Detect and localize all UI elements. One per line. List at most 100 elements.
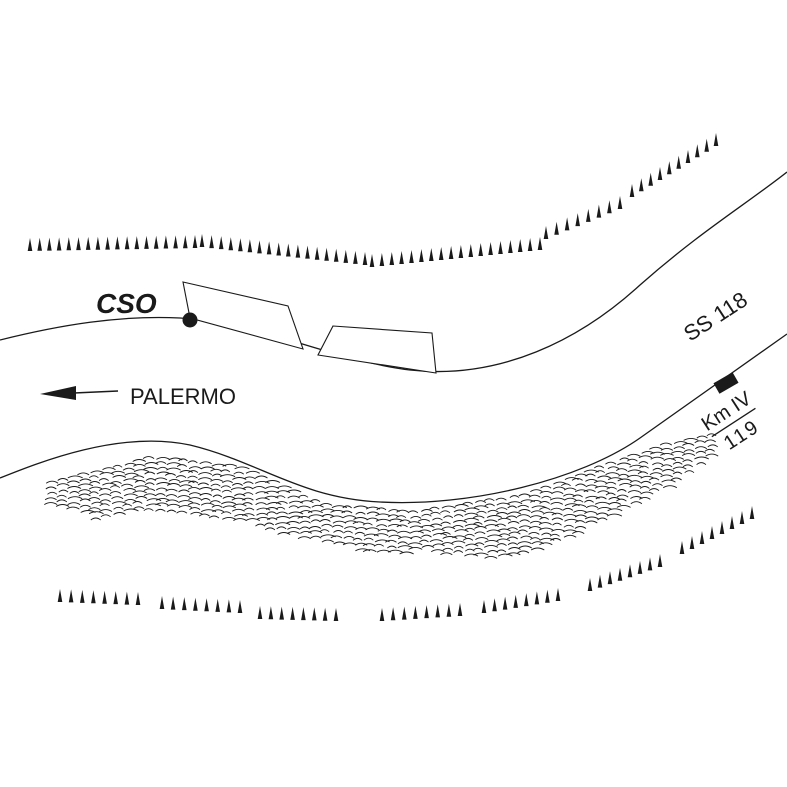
scarp-stroke	[585, 478, 598, 482]
slope-tick	[446, 603, 452, 617]
scarp-stroke	[143, 488, 156, 492]
scarp-stroke	[255, 491, 269, 495]
scarp-stroke	[564, 518, 579, 522]
scarp-stroke	[232, 477, 247, 480]
scarp-stroke	[297, 515, 311, 519]
scarp-stroke	[233, 518, 247, 521]
slope-tick	[699, 531, 705, 544]
slope-tick	[286, 243, 291, 257]
scarp-stroke	[497, 528, 511, 532]
scarp-stroke	[453, 550, 464, 553]
scarp-stroke	[178, 500, 194, 503]
km-marker-icon	[713, 372, 739, 394]
slope-tick	[685, 150, 691, 163]
scarp-stroke	[56, 483, 70, 487]
scarp-stroke	[595, 470, 605, 474]
scarp-stroke	[165, 488, 178, 492]
scarp-stroke	[605, 481, 617, 485]
scarp-stroke	[376, 507, 387, 511]
slope-tick	[627, 564, 633, 578]
scarp-stroke	[88, 497, 101, 500]
scarp-stroke	[572, 531, 585, 534]
scarp-stroke	[529, 520, 542, 524]
scarp-stroke	[342, 515, 357, 519]
scarp-stroke	[308, 514, 324, 518]
scarp-stroke	[299, 510, 313, 513]
scarp-stroke	[353, 505, 369, 509]
slope-tick	[204, 598, 209, 612]
scarp-stroke	[166, 483, 181, 486]
scarp-stroke	[58, 489, 69, 493]
scarp-stroke	[682, 443, 695, 446]
slope-tick	[369, 254, 375, 267]
scarp-stroke	[549, 533, 560, 537]
scarp-stroke	[550, 501, 564, 505]
scarp-stroke	[626, 474, 643, 478]
scarp-stroke	[243, 481, 254, 485]
scarp-stroke	[197, 482, 209, 486]
scarp-stroke	[640, 475, 655, 479]
scarp-stroke	[366, 511, 380, 515]
scarp-stroke	[132, 475, 145, 479]
scarp-stroke	[376, 524, 388, 528]
scarp-stroke	[366, 517, 379, 521]
scarp-stroke	[90, 517, 101, 521]
scarp-stroke	[627, 458, 638, 462]
scarp-stroke	[66, 506, 80, 510]
scarp-stroke	[352, 521, 365, 525]
scarp-stroke	[123, 508, 139, 512]
scarp-stroke	[639, 465, 649, 469]
scarp-stroke	[110, 481, 122, 484]
scarp-stroke	[639, 486, 650, 489]
scarp-stroke	[343, 530, 353, 534]
scarp-stroke	[309, 499, 321, 502]
scarp-stroke	[166, 503, 181, 507]
slope-tick	[438, 247, 444, 260]
scarp-stroke	[442, 547, 454, 551]
scarp-stroke	[67, 475, 83, 479]
scarp-stroke	[122, 503, 133, 507]
scarp-stroke	[539, 517, 549, 520]
scarp-stroke	[179, 484, 193, 488]
scarp-stroke	[319, 502, 333, 506]
scarp-stroke	[441, 542, 454, 545]
scarp-stroke	[266, 511, 277, 515]
scarp-stroke	[530, 537, 541, 541]
scarp-stroke	[89, 491, 99, 495]
slope-tick	[719, 521, 725, 534]
scarp-stroke	[517, 541, 532, 545]
scarp-stroke	[518, 525, 532, 529]
scarp-stroke	[343, 535, 355, 539]
scarp-stroke	[474, 526, 487, 529]
slope-tick	[170, 596, 176, 610]
scarp-stroke	[166, 462, 182, 466]
scarp-stroke	[694, 440, 706, 444]
scarp-stroke	[518, 545, 533, 549]
scarp-stroke	[452, 535, 467, 539]
scarp-stroke	[57, 478, 69, 481]
scarp-stroke	[45, 486, 57, 490]
slope-tick	[124, 236, 130, 250]
scarp-stroke	[187, 475, 198, 479]
scarp-stroke	[452, 520, 468, 523]
scarp-stroke	[355, 548, 371, 552]
slope-tick	[587, 578, 593, 591]
scarp-stroke	[659, 442, 673, 446]
scarp-stroke	[331, 505, 348, 509]
scarp-stroke	[451, 540, 466, 544]
slope-tick	[513, 594, 518, 608]
slope-tick	[209, 235, 214, 249]
scarp-stroke	[45, 480, 59, 484]
slope-tick	[676, 155, 681, 169]
scarp-stroke	[652, 467, 663, 471]
scarp-stroke	[562, 507, 574, 511]
scarp-stroke	[440, 552, 453, 556]
scarp-stroke	[684, 470, 695, 474]
slope-tick	[266, 241, 272, 255]
scarp-stroke	[111, 496, 124, 500]
scarp-stroke	[321, 523, 333, 527]
scarp-stroke	[465, 548, 475, 552]
scarp-stroke	[200, 466, 215, 470]
scarp-stroke	[276, 485, 292, 489]
